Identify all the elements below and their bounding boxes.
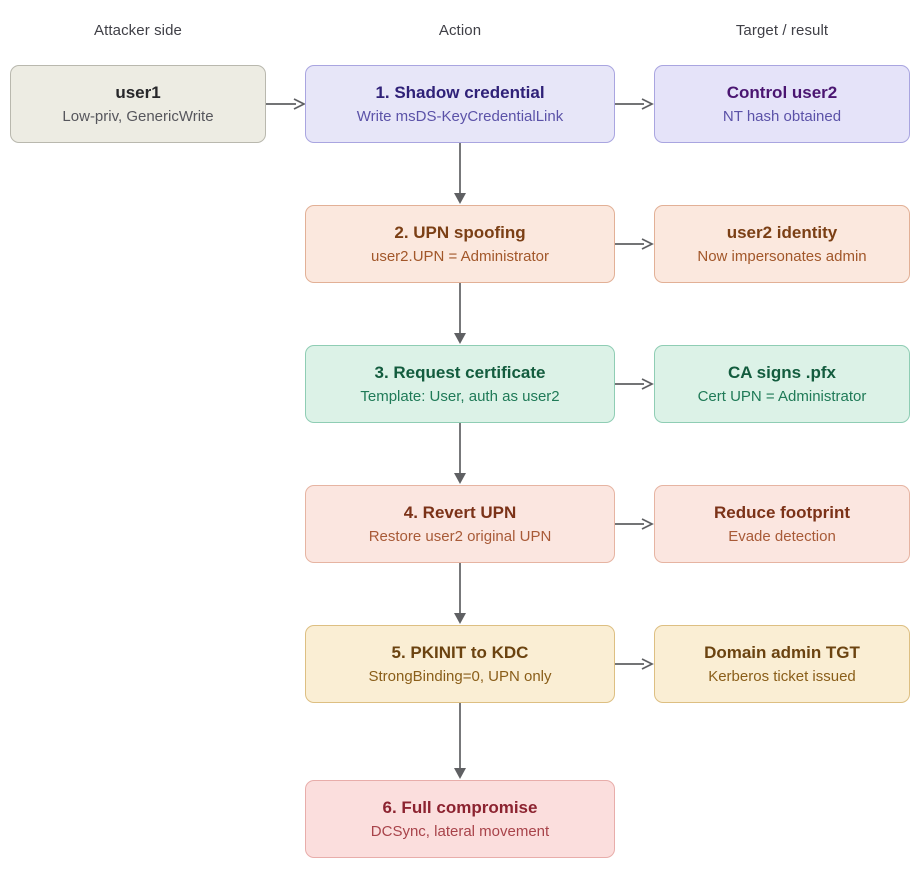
node-result2-user2-identity[interactable]: user2 identity Now impersonates admin — [654, 205, 910, 283]
node-result5-domain-admin-tgt[interactable]: Domain admin TGT Kerberos ticket issued — [654, 625, 910, 703]
edge-step1-to-result1 — [615, 94, 655, 114]
node-step1-title: 1. Shadow credential — [375, 82, 545, 102]
node-result2-subtitle: Now impersonates admin — [697, 247, 867, 265]
node-result3-title: CA signs .pfx — [728, 362, 836, 382]
edge-step1-to-step2 — [450, 143, 470, 205]
node-step3-subtitle: Template: User, auth as user2 — [360, 387, 560, 405]
node-step3-request-certificate[interactable]: 3. Request certificate Template: User, a… — [305, 345, 615, 423]
node-step5-pkinit-to-kdc[interactable]: 5. PKINIT to KDC StrongBinding=0, UPN on… — [305, 625, 615, 703]
node-step6-title: 6. Full compromise — [382, 797, 538, 817]
node-step5-subtitle: StrongBinding=0, UPN only — [368, 667, 552, 685]
node-step1-shadow-credential[interactable]: 1. Shadow credential Write msDS-KeyCrede… — [305, 65, 615, 143]
node-step6-subtitle: DCSync, lateral movement — [370, 822, 550, 840]
edge-step4-to-step5 — [450, 563, 470, 625]
node-user1[interactable]: user1 Low-priv, GenericWrite — [10, 65, 266, 143]
edge-step4-to-result4 — [615, 514, 655, 534]
edge-step3-to-result3 — [615, 374, 655, 394]
node-step6-full-compromise[interactable]: 6. Full compromise DCSync, lateral movem… — [305, 780, 615, 858]
node-result3-subtitle: Cert UPN = Administrator — [697, 387, 867, 405]
node-step2-title: 2. UPN spoofing — [394, 222, 526, 242]
node-step2-upn-spoofing[interactable]: 2. UPN spoofing user2.UPN = Administrato… — [305, 205, 615, 283]
node-step1-subtitle: Write msDS-KeyCredentialLink — [356, 107, 564, 125]
edge-step5-to-step6 — [450, 703, 470, 780]
column-header-action: Action — [438, 22, 482, 39]
column-header-target-result: Target / result — [735, 22, 829, 39]
node-result5-title: Domain admin TGT — [704, 642, 860, 662]
edge-step2-to-step3 — [450, 283, 470, 345]
node-step4-revert-upn[interactable]: 4. Revert UPN Restore user2 original UPN — [305, 485, 615, 563]
node-result4-subtitle: Evade detection — [728, 527, 836, 545]
column-header-attacker-side: Attacker side — [93, 22, 182, 39]
edge-step2-to-result2 — [615, 234, 655, 254]
node-result2-title: user2 identity — [726, 222, 838, 242]
node-step4-subtitle: Restore user2 original UPN — [368, 527, 552, 545]
node-result5-subtitle: Kerberos ticket issued — [708, 667, 856, 685]
node-result1-subtitle: NT hash obtained — [722, 107, 842, 125]
node-user1-title: user1 — [115, 82, 161, 102]
node-step5-title: 5. PKINIT to KDC — [391, 642, 529, 662]
node-result3-ca-signs-pfx[interactable]: CA signs .pfx Cert UPN = Administrator — [654, 345, 910, 423]
node-result1-control-user2[interactable]: Control user2 NT hash obtained — [654, 65, 910, 143]
node-result4-title: Reduce footprint — [714, 502, 850, 522]
node-result4-reduce-footprint[interactable]: Reduce footprint Evade detection — [654, 485, 910, 563]
node-result1-title: Control user2 — [726, 82, 838, 102]
node-step3-title: 3. Request certificate — [374, 362, 546, 382]
node-step2-subtitle: user2.UPN = Administrator — [371, 247, 549, 265]
edge-user1-to-step1 — [266, 94, 306, 114]
node-step4-title: 4. Revert UPN — [403, 502, 517, 522]
edge-step5-to-result5 — [615, 654, 655, 674]
edge-step3-to-step4 — [450, 423, 470, 485]
node-user1-subtitle: Low-priv, GenericWrite — [62, 107, 214, 125]
